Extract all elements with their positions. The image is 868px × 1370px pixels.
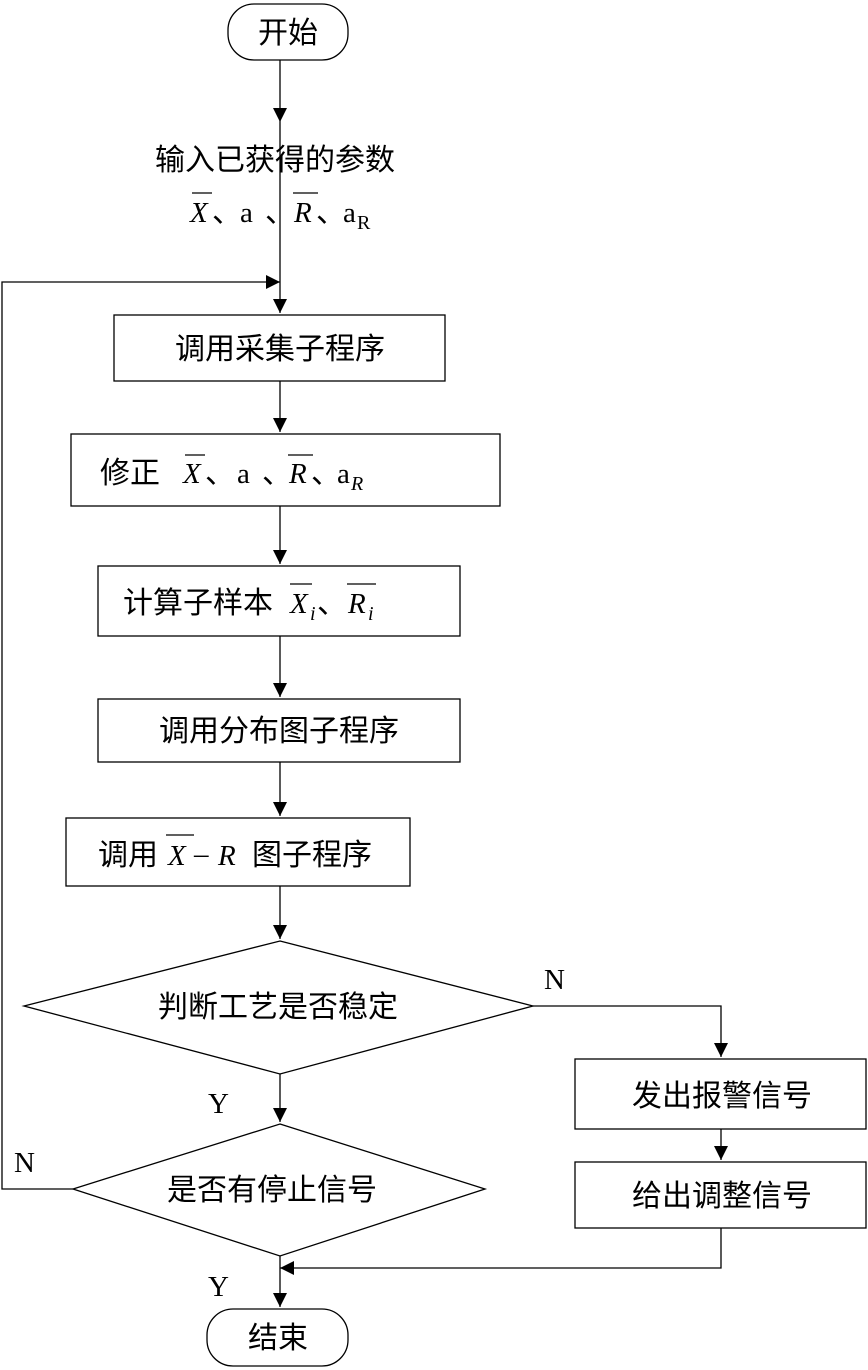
- start-node: 开始: [227, 3, 349, 61]
- input-label: 输入已获得的参数: [155, 143, 395, 178]
- arrow-adjust-to-end: [280, 1228, 722, 1275]
- distribution-label: 调用分布图子程序: [159, 714, 399, 749]
- alarm-label: 发出报警信号: [632, 1079, 812, 1114]
- xr-dash: –: [193, 838, 209, 870]
- arrow-loop-back: [1, 275, 280, 1190]
- adjust-label: 给出调整信号: [632, 1179, 812, 1214]
- param-ar: a: [343, 197, 356, 229]
- decision-stop-label: 是否有停止信号: [167, 1173, 377, 1208]
- connectors: [1, 60, 728, 1307]
- label-stable-no: N: [544, 964, 565, 996]
- compute-label: 计算子样本: [123, 586, 273, 621]
- arrow-no-to-alarm: [533, 1005, 728, 1057]
- input-node: 输入已获得的参数 X 、 a 、 R 、 a R: [155, 143, 395, 234]
- adjust-node: 给出调整信号: [574, 1161, 867, 1229]
- compute-r: R: [347, 588, 366, 620]
- param-sep-2: 、: [265, 195, 295, 230]
- label-stable-yes: Y: [208, 1088, 229, 1120]
- compute-x-sub: i: [310, 603, 316, 625]
- correct-a: a: [237, 458, 250, 490]
- xr-chart-node: 调用 X – R 图子程序: [65, 817, 411, 887]
- compute-x: X: [289, 588, 309, 620]
- correct-label: 修正: [100, 456, 160, 491]
- param-x: X: [189, 197, 209, 229]
- xr-suffix: 图子程序: [252, 838, 372, 873]
- compute-node: 计算子样本 X i 、 R i: [97, 565, 461, 637]
- param-sep-3: 、: [316, 195, 346, 230]
- param-sep-1: 、: [212, 195, 242, 230]
- compute-sep: 、: [317, 586, 347, 621]
- start-label: 开始: [258, 16, 318, 51]
- correct-sep-2: 、: [262, 456, 292, 491]
- xr-prefix: 调用: [98, 838, 158, 873]
- correct-sep-1: 、: [205, 456, 235, 491]
- correct-ar: a: [337, 458, 350, 490]
- correct-sep-3: 、: [311, 456, 341, 491]
- correct-node: 修正 X 、 a 、 R 、 a R: [70, 433, 501, 507]
- collect-node: 调用采集子程序: [113, 314, 446, 382]
- end-node: 结束: [206, 1308, 349, 1367]
- alarm-node: 发出报警信号: [574, 1058, 867, 1130]
- end-label: 结束: [248, 1321, 308, 1356]
- xr-x: X: [167, 840, 187, 872]
- param-ar-sub: R: [357, 212, 371, 234]
- correct-x: X: [182, 458, 202, 490]
- compute-r-sub: i: [368, 603, 374, 625]
- collect-label: 调用采集子程序: [175, 332, 385, 367]
- param-r: R: [293, 197, 312, 229]
- correct-r: R: [288, 458, 307, 490]
- correct-ar-sub: R: [350, 473, 363, 495]
- decision-stable-node: 判断工艺是否稳定: [21, 940, 536, 1075]
- label-stop-yes: Y: [208, 1271, 229, 1303]
- distribution-node: 调用分布图子程序: [97, 698, 461, 763]
- param-a: a: [240, 197, 253, 229]
- xr-r: R: [217, 840, 236, 872]
- decision-stop-node: 是否有停止信号: [70, 1123, 488, 1257]
- label-stop-no: N: [14, 1147, 35, 1179]
- decision-stable-label: 判断工艺是否稳定: [158, 990, 398, 1025]
